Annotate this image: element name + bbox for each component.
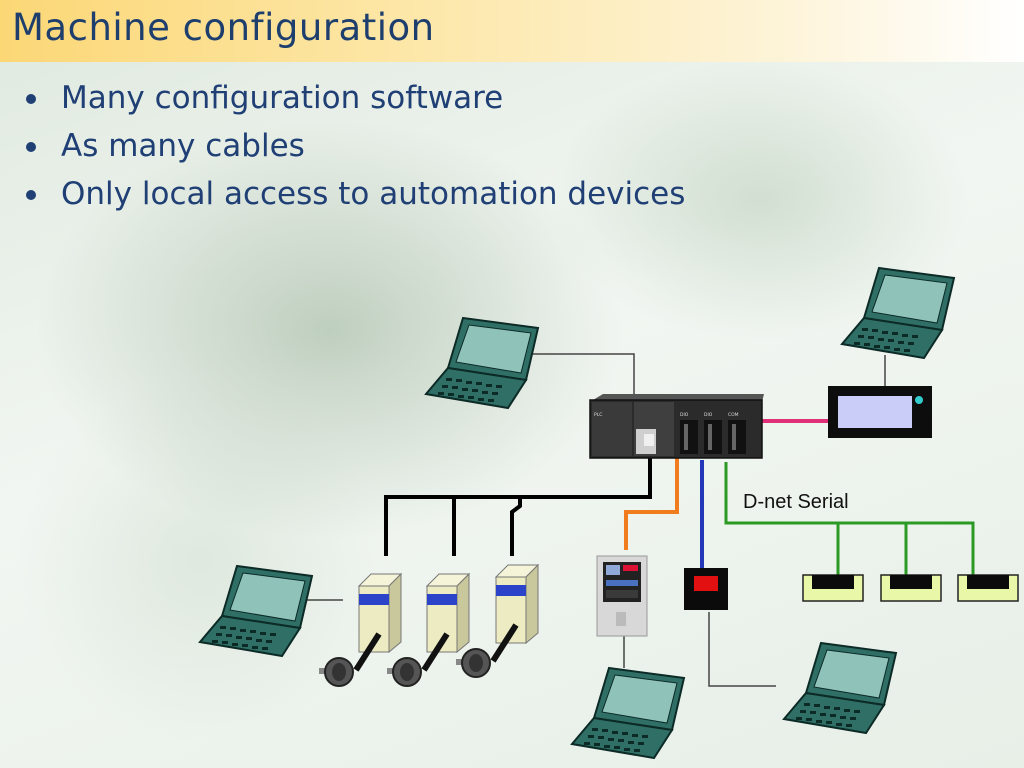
laptop-icon [783,642,897,734]
servo-bus [384,457,652,556]
laptop-icon [425,317,539,409]
dnet-serial-bus [724,462,975,577]
bullet-list: Many configuration software As many cabl… [24,78,685,222]
plc-module-label: DIO [680,412,689,418]
bullet-dot [26,142,36,152]
laptop-link-plc [519,353,635,396]
serial-node [957,574,1019,602]
plc-module-label: COM [728,412,739,418]
inverter [596,555,648,637]
laptop-icon [199,565,313,657]
plc-power-module [592,402,632,456]
io-device [684,568,728,610]
serial-node [880,574,942,602]
plc-module-label: PLC [594,412,602,418]
hmi-panel [828,386,932,438]
bullet-item: Only local access to automation devices [24,174,685,222]
bullet-dot [26,190,36,200]
hmi-screen [838,396,912,428]
orange-cable [624,452,679,550]
laptop-icon [571,667,685,759]
title-bar: Machine configuration [0,0,1024,62]
page-title: Machine configuration [12,6,435,49]
bullet-item: As many cables [24,126,685,174]
bullet-dot [26,94,36,104]
plc-module-label: DIO [704,412,713,418]
serial-node [802,574,864,602]
network-label: D-net Serial [743,491,849,513]
plc-rack: PLC DIO DIO COM [589,394,764,459]
bullet-item: Many configuration software [24,78,685,126]
laptop-icon [841,267,955,359]
laptop-link-io [708,612,776,687]
